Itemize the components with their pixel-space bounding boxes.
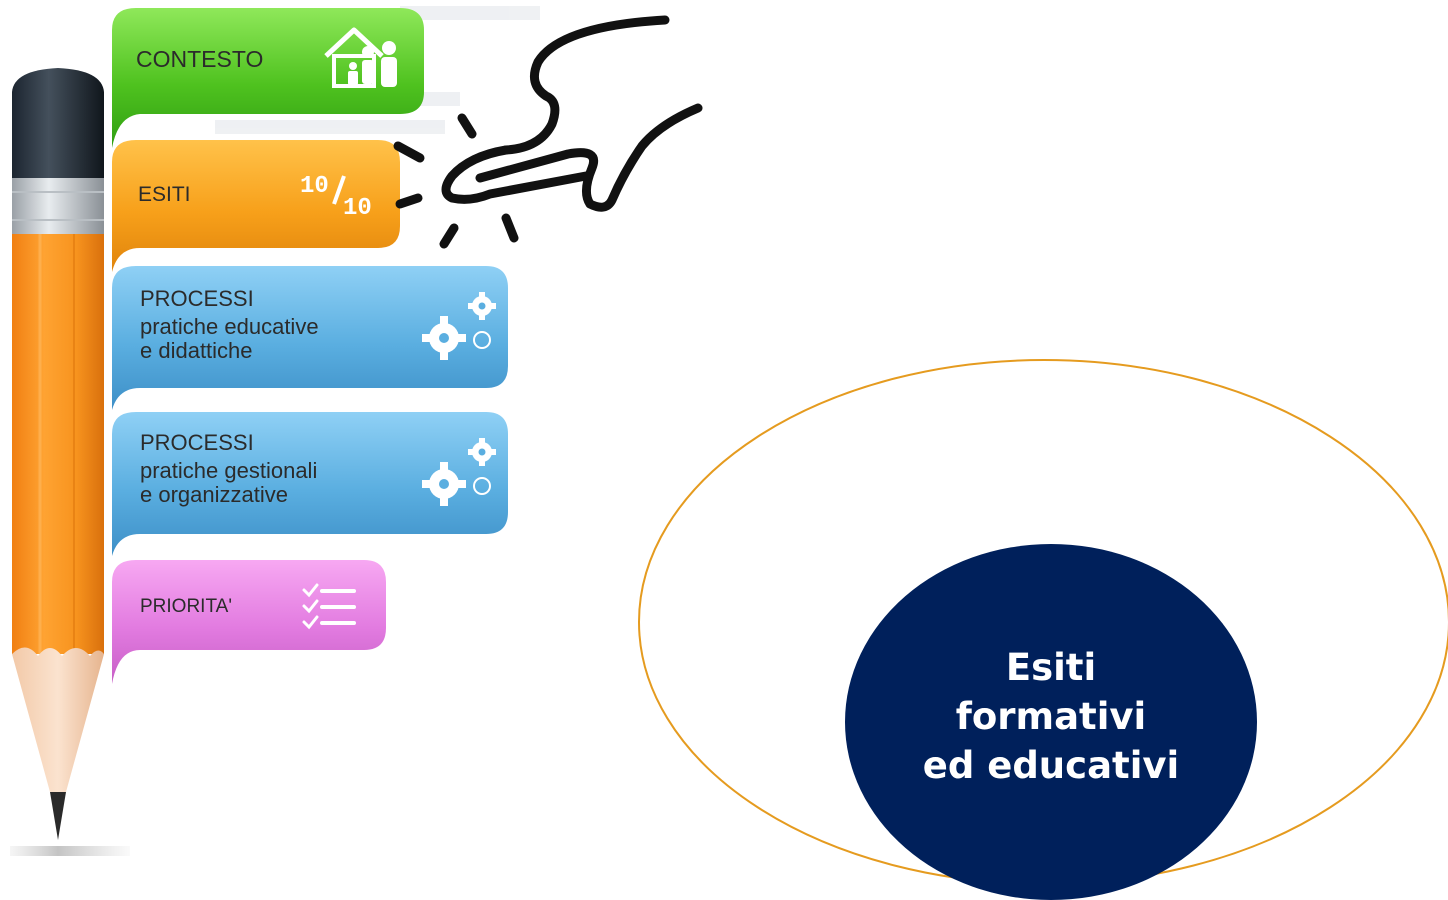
tab-contesto[interactable]: CONTESTO (112, 8, 424, 148)
tab-contesto-label: CONTESTO (136, 46, 263, 72)
tab-priorita[interactable]: PRIORITA' (112, 560, 386, 684)
tab-esiti-label: ESITI (138, 183, 191, 206)
tab-processi-1-title: PROCESSI (140, 286, 254, 311)
tab-esiti[interactable]: ESITI 10 10 (112, 140, 400, 272)
tab-processi-2-line2: e organizzative (140, 482, 288, 507)
score-numerator: 10 (300, 173, 329, 200)
score-denominator: 10 (343, 195, 372, 222)
esiti-circle: Esiti formativi ed educativi (845, 544, 1257, 900)
pencil-shadow (10, 846, 130, 856)
tab-processi-2-title: PROCESSI (140, 430, 254, 455)
pencil (12, 68, 104, 840)
gears-icon (422, 292, 496, 360)
tab-priorita-label: PRIORITA' (140, 596, 232, 617)
checklist-icon (302, 583, 356, 630)
tab-processi-2-line1: pratiche gestionali (140, 458, 317, 483)
score-fraction: 10 10 (300, 173, 372, 222)
tab-processi-gestionali[interactable]: PROCESSI pratiche gestionali e organizza… (112, 412, 508, 556)
tab-processi-1-line2: e didattiche (140, 338, 253, 363)
pointing-hand-doodle (393, 15, 703, 249)
tab-processi-educative[interactable]: PROCESSI pratiche educative e didattiche (112, 266, 508, 410)
gears-icon (422, 438, 496, 506)
family-house-icon (324, 27, 397, 88)
esiti-circle-line2: formativi (956, 695, 1146, 738)
tab-processi-1-line1: pratiche educative (140, 314, 319, 339)
esiti-circle-line1: Esiti (1006, 646, 1096, 689)
esiti-circle-line3: ed educativi (923, 744, 1179, 787)
